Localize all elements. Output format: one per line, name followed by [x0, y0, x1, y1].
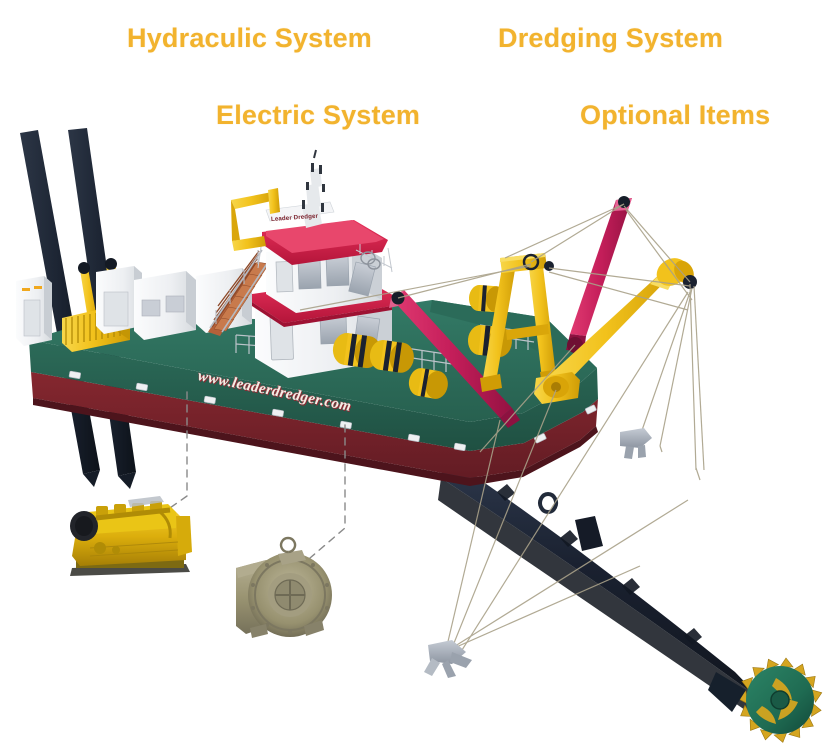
rigging-cables	[299, 203, 705, 653]
hull-fittings	[68, 370, 597, 451]
electric-cabinets	[16, 266, 252, 346]
anchor-right	[620, 428, 652, 459]
dredge-pump	[236, 536, 332, 638]
diesel-engine	[70, 496, 192, 576]
label-hydraulic-system[interactable]: Hydraculic System	[127, 23, 373, 53]
leader-line-pump	[309, 424, 346, 559]
stairway	[208, 249, 273, 336]
signal-mast	[302, 149, 381, 270]
label-electric-system[interactable]: Electric System	[216, 100, 421, 130]
cutter-ladder	[438, 455, 762, 712]
foremast-crane	[231, 188, 280, 251]
anchor-left	[424, 640, 472, 678]
label-dredging-system[interactable]: Dredging System	[498, 23, 724, 53]
cutter-head	[708, 657, 823, 743]
label-optional-items[interactable]: Optional Items	[580, 100, 771, 130]
